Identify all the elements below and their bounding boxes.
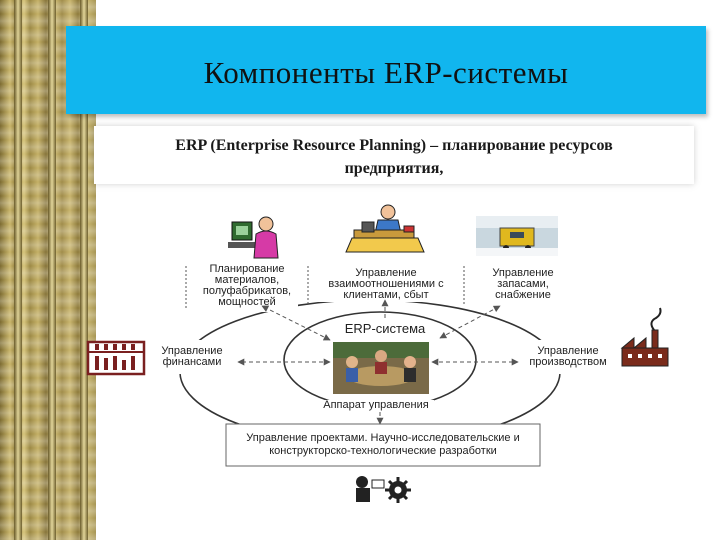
node-production-label: Управление производством [522, 346, 614, 368]
node-crm-label: Управление взаимоотношениями с клиентами… [318, 268, 454, 301]
label-line: мощностей [218, 296, 276, 308]
center-bottom-label: Аппарат управления [318, 400, 434, 411]
center-label: ERP-система [344, 321, 426, 336]
label-line: конструкторско-технологические разработк… [269, 445, 497, 457]
node-materials-box [196, 262, 298, 312]
label-line: Планирование [209, 263, 285, 275]
office-desk-icon [345, 204, 425, 253]
label-line: Управление [492, 267, 554, 279]
node-finance-label: Управление финансами [150, 346, 234, 368]
node-materials-label: Планирование материалов, полуфабрикатов,… [196, 264, 298, 308]
subtitle-line-2: предприятия, [344, 160, 444, 177]
meeting-photo-icon [333, 342, 429, 394]
label-line: Управление [537, 345, 599, 357]
arrow-materials [261, 305, 331, 341]
title-banner: Компоненты ERP-системы [66, 26, 706, 114]
border-stripe [14, 0, 22, 540]
truck-photo-icon [476, 216, 558, 256]
arrow-inventory [439, 305, 501, 339]
label-line: материалов, [214, 274, 280, 286]
factory-icon [620, 307, 669, 367]
subtitle-line-1: ERP (Enterprise Resource Planning) – пла… [175, 137, 613, 154]
border-stripe [80, 0, 88, 540]
label-line: производством [529, 356, 607, 368]
border-stripe [48, 0, 56, 540]
worker-computer-icon [228, 216, 279, 259]
label-line: запасами, [497, 278, 549, 290]
subtitle-box: ERP (Enterprise Resource Planning) – пла… [94, 126, 694, 184]
label-line: полуфабрикатов, [202, 285, 292, 297]
label-line: Управление [355, 267, 417, 279]
engineer-gears-icon [350, 472, 412, 504]
label-line: Управление проектами. Научно-исследовате… [246, 432, 520, 444]
node-inventory-box [482, 262, 564, 306]
node-finance-box [150, 340, 234, 374]
label-line: финансами [162, 356, 222, 368]
label-line: снабжение [495, 289, 551, 301]
node-production-box [522, 340, 614, 374]
label-line: клиентами, сбыт [343, 289, 429, 301]
abacus-icon [86, 340, 146, 376]
node-projects-label: Управление проектами. Научно-исследовате… [226, 432, 540, 458]
node-crm-box [318, 266, 454, 302]
label-line: Управление [161, 345, 223, 357]
page-title: Компоненты ERP-системы [203, 55, 569, 90]
label-line: взаимоотношениями с [328, 278, 444, 290]
node-inventory-label: Управление запасами, снабжение [482, 268, 564, 301]
